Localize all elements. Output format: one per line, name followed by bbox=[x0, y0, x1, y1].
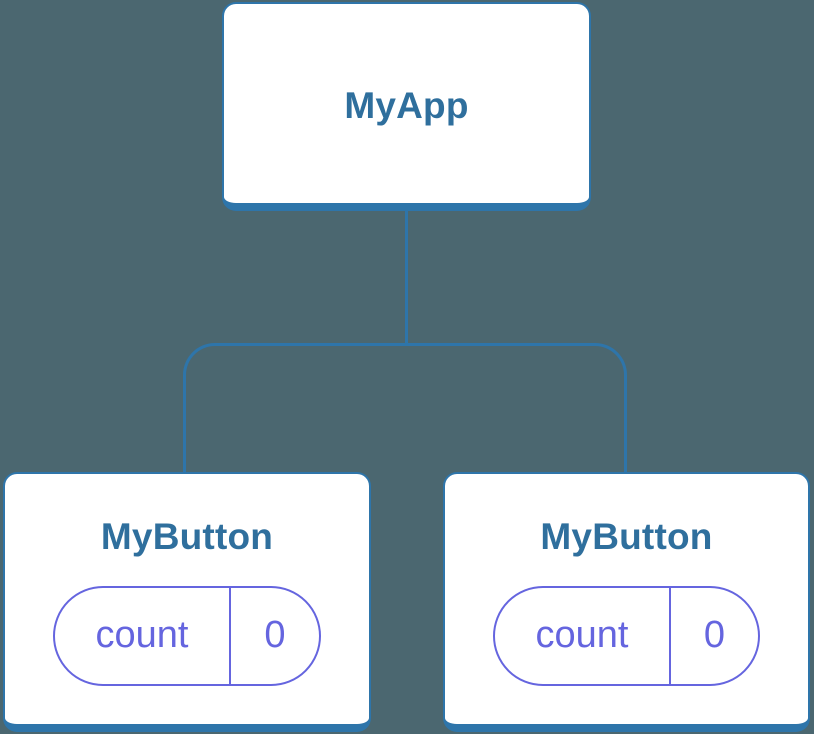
node-myapp: MyApp bbox=[222, 2, 591, 211]
state-pill-right: count 0 bbox=[493, 585, 760, 686]
node-mybutton-left-label: MyButton bbox=[100, 516, 274, 558]
state-key-left: count bbox=[95, 614, 189, 657]
state-key-right: count bbox=[535, 614, 629, 657]
connector-stem bbox=[405, 211, 408, 346]
node-myapp-label: MyApp bbox=[344, 85, 469, 127]
node-mybutton-left: MyButton count 0 bbox=[3, 472, 371, 732]
node-mybutton-right: MyButton count 0 bbox=[443, 472, 810, 732]
connector-branch bbox=[183, 343, 627, 472]
node-mybutton-right-label: MyButton bbox=[540, 516, 713, 558]
state-pill-left: count 0 bbox=[53, 585, 321, 686]
state-value-right: 0 bbox=[669, 587, 758, 684]
state-value-left: 0 bbox=[229, 587, 319, 684]
